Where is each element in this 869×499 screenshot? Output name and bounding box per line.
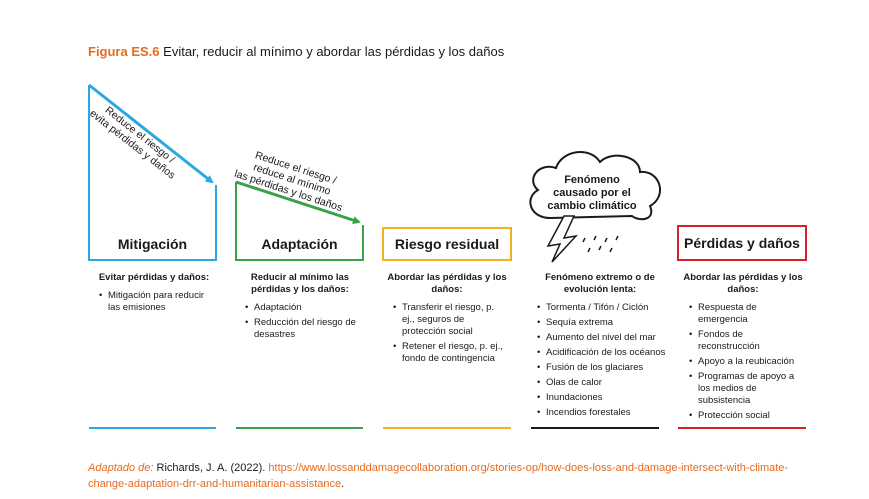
cloud-label-line1: Fenómeno	[564, 174, 620, 186]
source-end: .	[341, 478, 345, 490]
list-item: Retener el riesgo, p. ej., fondo de cont…	[392, 341, 508, 365]
residual-risk-bar	[383, 427, 511, 429]
adaptation-arrow	[235, 180, 361, 224]
source-link[interactable]: https://www.lossanddamagecollaboration.o…	[88, 462, 789, 490]
event-heading: Fenómeno extremo o de evolución lenta:	[545, 272, 655, 295]
mitigation-heading: Evitar pérdidas y daños:	[98, 272, 210, 283]
adaptation-heading: Reducir al mínimo las pérdidas y los dañ…	[250, 272, 350, 295]
loss-damage-box	[677, 225, 807, 261]
list-item: Adaptación	[244, 302, 362, 314]
adaptation-bar	[236, 427, 363, 429]
adaptation-shape	[235, 182, 364, 261]
residual-risk-box	[382, 227, 512, 261]
figure-label: Figura ES.6	[88, 44, 160, 59]
event-bar	[531, 427, 659, 429]
loss-damage-bar	[678, 427, 806, 429]
mitigation-arrow	[88, 83, 214, 184]
list-item: Apoyo a la reubicación	[688, 356, 804, 368]
residual-risk-heading: Abordar las pérdidas y los daños:	[387, 272, 507, 295]
list-item: Fondos de reconstrucción	[688, 329, 804, 353]
mitigation-column: Evitar pérdidas y daños: Mitigación para…	[92, 272, 216, 317]
list-item: Fusión de los glaciares	[536, 362, 668, 374]
adaptation-label: Adaptación	[261, 236, 338, 252]
list-item: Olas de calor	[536, 377, 668, 389]
list-item: Aumento del nivel del mar	[536, 332, 668, 344]
list-item: Respuesta de emergencia	[688, 302, 804, 326]
list-item: Inundaciones	[536, 392, 668, 404]
loss-damage-list: Respuesta de emergencia Fondos de recons…	[682, 302, 804, 422]
source-footer: Adaptado de: Richards, J. A. (2022). htt…	[88, 460, 808, 492]
loss-damage-column: Abordar las pérdidas y los daños: Respue…	[682, 272, 804, 425]
list-item: Acidificación de los océanos	[536, 347, 668, 359]
adaptation-column: Reducir al mínimo las pérdidas y los dañ…	[238, 272, 362, 344]
mitigation-bar	[89, 427, 216, 429]
rain-icon	[582, 235, 619, 253]
lightning-icon	[546, 215, 579, 263]
list-item: Incendios forestales	[536, 407, 668, 419]
figure-title: Figura ES.6 Evitar, reducir al mínimo y …	[88, 44, 504, 59]
residual-risk-label: Riesgo residual	[394, 236, 500, 252]
mitigation-list: Mitigación para reducir las emisiones	[92, 290, 216, 314]
mitigation-label: Mitigación	[117, 236, 188, 252]
cloud-label-line2: causado por el	[553, 187, 631, 199]
cloud-icon	[529, 150, 661, 221]
list-item: Programas de apoyo a los medios de subsi…	[688, 371, 804, 407]
source-citation: Richards, J. A. (2022).	[153, 462, 269, 474]
adapted-label: Adaptado de:	[88, 462, 154, 474]
event-column: Fenómeno extremo o de evolución lenta: T…	[532, 272, 668, 422]
mitigation-shape	[88, 85, 217, 261]
residual-risk-column: Abordar las pérdidas y los daños: Transf…	[386, 272, 508, 368]
list-item: Mitigación para reducir las emisiones	[98, 290, 216, 314]
cloud-label: Fenómeno causado por el cambio climático	[532, 174, 652, 213]
list-item: Reducción del riesgo de desastres	[244, 317, 362, 341]
figure-title-text: Evitar, reducir al mínimo y abordar las …	[163, 44, 505, 59]
event-list: Tormenta / Tifón / Ciclón Sequía extrema…	[532, 302, 668, 419]
loss-damage-label: Pérdidas y daños	[684, 235, 800, 251]
cloud-label-line3: cambio climático	[547, 200, 637, 212]
loss-damage-heading: Abordar las pérdidas y los daños:	[683, 272, 803, 295]
adaptation-list: Adaptación Reducción del riesgo de desas…	[238, 302, 362, 341]
residual-risk-list: Transferir el riesgo, p. ej., seguros de…	[386, 302, 508, 365]
list-item: Transferir el riesgo, p. ej., seguros de…	[392, 302, 508, 338]
list-item: Sequía extrema	[536, 317, 668, 329]
list-item: Tormenta / Tifón / Ciclón	[536, 302, 668, 314]
list-item: Protección social	[688, 410, 804, 422]
